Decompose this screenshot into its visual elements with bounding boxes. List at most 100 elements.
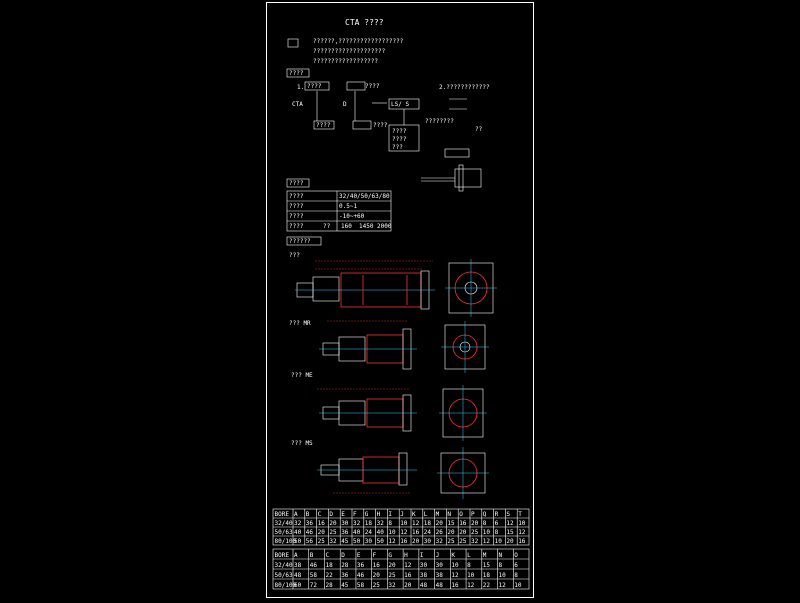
table1-cell-3-19: 20 bbox=[506, 538, 514, 545]
table1-cell-1-12: 18 bbox=[424, 520, 432, 527]
mount-option-2: ???? bbox=[392, 136, 407, 143]
table1-cell-3-5: 45 bbox=[341, 538, 349, 545]
table1-cell-2-6: 40 bbox=[353, 529, 361, 536]
table2-cell-2-5: 46 bbox=[357, 572, 365, 579]
table2-cell-0-15: O bbox=[514, 552, 518, 559]
table1-cell-0-5: E bbox=[341, 511, 345, 518]
table1-cell-2-1: 40 bbox=[294, 529, 302, 536]
table1-cell-0-2: B bbox=[306, 511, 310, 518]
table1-cell-1-15: 16 bbox=[459, 520, 467, 527]
table1-cell-1-9: 8 bbox=[388, 520, 392, 527]
table1-cell-3-0: 80/100 bbox=[275, 538, 297, 545]
table2-cell-3-6: 25 bbox=[373, 582, 381, 589]
table1-cell-0-14: N bbox=[447, 511, 451, 518]
table2-cell-0-2: B bbox=[310, 552, 314, 559]
table2-cell-1-12: 8 bbox=[467, 562, 471, 569]
table1-cell-0-1: A bbox=[294, 511, 298, 518]
table1-cell-0-20: T bbox=[518, 511, 522, 518]
table2-cell-3-15: 10 bbox=[514, 582, 522, 589]
table1-cell-3-17: 12 bbox=[483, 538, 491, 545]
spec-table: ???? 32/40/50/63/80 ???? 0.5~1 ???? -10~… bbox=[286, 190, 392, 232]
table2-cell-3-5: 58 bbox=[357, 582, 365, 589]
table1-cell-1-8: 32 bbox=[377, 520, 385, 527]
spec-cell-3-4: 2000 bbox=[377, 223, 392, 230]
intro-line-1: ??????,?????????????????? bbox=[313, 38, 404, 45]
table2-cell-1-13: 15 bbox=[483, 562, 491, 569]
model-section-heading: ???? bbox=[289, 70, 304, 77]
spec-cell-0-1: 32/40/50/63/80 bbox=[339, 193, 390, 200]
cylinder-view-2 bbox=[319, 320, 489, 373]
table1-cell-1-3: 16 bbox=[318, 520, 326, 527]
table2-cell-0-10: J bbox=[436, 552, 440, 559]
order-right-title: 2.???????????? bbox=[439, 84, 490, 91]
table2-cell-0-5: E bbox=[357, 552, 361, 559]
table2-cell-2-3: 22 bbox=[325, 572, 333, 579]
cylinder-view-3 bbox=[317, 385, 487, 441]
table1-cell-2-11: 16 bbox=[412, 529, 420, 536]
table1-cell-0-4: D bbox=[329, 511, 333, 518]
table1-cell-1-14: 15 bbox=[447, 520, 455, 527]
spec-cell-3-0: ???? bbox=[289, 223, 304, 230]
table2-cell-1-9: 30 bbox=[420, 562, 428, 569]
table2-cell-2-10: 38 bbox=[436, 572, 444, 579]
table1-cell-3-18: 10 bbox=[495, 538, 503, 545]
table1-cell-1-7: 18 bbox=[365, 520, 373, 527]
table1-cell-3-15: 25 bbox=[459, 538, 467, 545]
table1-cell-1-17: 8 bbox=[483, 520, 487, 527]
table1-cell-0-16: P bbox=[471, 511, 475, 518]
table2-cell-0-1: A bbox=[294, 552, 298, 559]
table2-cell-2-8: 16 bbox=[404, 572, 412, 579]
order-code-prefix: CTA bbox=[292, 101, 303, 108]
table2-cell-2-11: 12 bbox=[451, 572, 459, 579]
table2-cell-0-8: H bbox=[404, 552, 408, 559]
spec-cell-0-0: ???? bbox=[289, 193, 304, 200]
table1-cell-3-6: 50 bbox=[353, 538, 361, 545]
table1-cell-1-1: 32 bbox=[294, 520, 302, 527]
view-label-1: ??? bbox=[289, 252, 300, 259]
table2-cell-2-14: 10 bbox=[499, 572, 507, 579]
table1-cell-3-11: 20 bbox=[412, 538, 420, 545]
spec-cell-1-0: ???? bbox=[289, 203, 304, 210]
table1-cell-1-11: 12 bbox=[412, 520, 420, 527]
table2-cell-3-10: 48 bbox=[436, 582, 444, 589]
sketch-label-box bbox=[444, 148, 470, 158]
table2-cell-0-13: M bbox=[483, 552, 487, 559]
table1-cell-2-14: 20 bbox=[447, 529, 455, 536]
table1-cell-2-16: 25 bbox=[471, 529, 479, 536]
table1-cell-1-0: 32/40 bbox=[275, 520, 293, 527]
table2-cell-2-6: 20 bbox=[373, 572, 381, 579]
table1-cell-1-19: 12 bbox=[506, 520, 514, 527]
table1-cell-1-4: 20 bbox=[329, 520, 337, 527]
order-right-note: ???????? bbox=[425, 118, 454, 125]
table2-cell-3-1: 60 bbox=[294, 582, 302, 589]
table2-cell-3-4: 45 bbox=[341, 582, 349, 589]
spec-cell-3-2: 160 bbox=[341, 223, 352, 230]
table1-cell-2-9: 10 bbox=[388, 529, 396, 536]
table2-cell-2-0: 50/63 bbox=[275, 572, 293, 579]
table1-cell-3-8: 50 bbox=[377, 538, 385, 545]
table2-cell-0-12: L bbox=[467, 552, 471, 559]
table1-cell-2-8: 40 bbox=[377, 529, 385, 536]
table1-cell-3-10: 16 bbox=[400, 538, 408, 545]
table2-cell-2-9: 38 bbox=[420, 572, 428, 579]
table1-cell-0-18: R bbox=[495, 511, 499, 518]
table1-cell-2-10: 12 bbox=[400, 529, 408, 536]
view-label-2: ??? MR bbox=[289, 320, 311, 327]
dims-section-heading: ?????? bbox=[289, 238, 311, 245]
mount-options-box bbox=[388, 124, 420, 152]
table2-cell-1-15: 6 bbox=[514, 562, 518, 569]
table1-cell-2-15: 20 bbox=[459, 529, 467, 536]
drawing-title: CTA ???? bbox=[345, 18, 384, 27]
table1-cell-2-20: 12 bbox=[518, 529, 526, 536]
table1-cell-0-7: G bbox=[365, 511, 369, 518]
table1-cell-3-20: 16 bbox=[518, 538, 526, 545]
table2-cell-1-3: 18 bbox=[325, 562, 333, 569]
table1-cell-1-13: 20 bbox=[436, 520, 444, 527]
table2-cell-1-11: 10 bbox=[451, 562, 459, 569]
order-index-1: 1. bbox=[297, 84, 304, 91]
table2-cell-0-0: BORE bbox=[275, 552, 290, 559]
intro-line-3: ?????????????????? bbox=[313, 58, 378, 65]
